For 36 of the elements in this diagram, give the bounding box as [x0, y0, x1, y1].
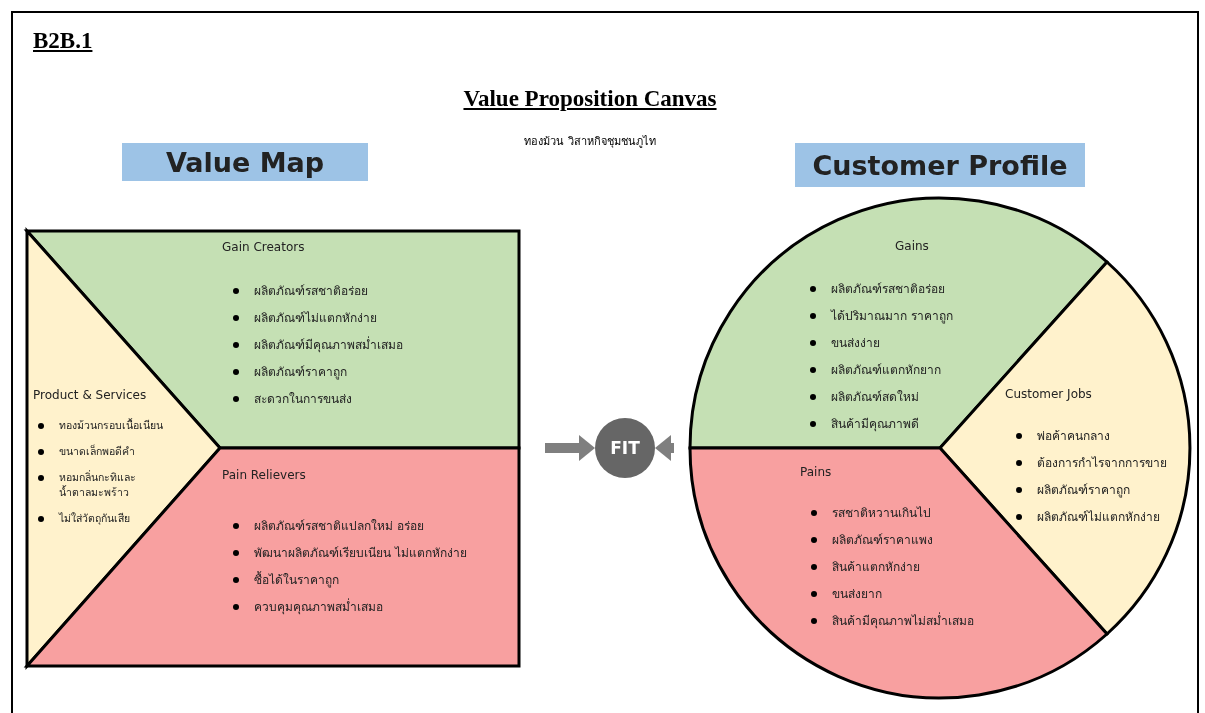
bullet-item: ผลิตภัณฑ์มีคุณภาพสม่ำเสมอ: [230, 337, 514, 353]
section-heading: Gains: [895, 239, 929, 253]
bullet-item: ผลิตภัณฑ์รสชาติอร่อย: [230, 283, 514, 299]
bullet-item: หอมกลิ่นกะทิและน้ำตาลมะพร้าว: [35, 470, 163, 500]
bullet-item: ต้องการกำไรจากการขาย: [1013, 455, 1205, 471]
bullet-item: ขนาดเล็กพอดีคำ: [35, 444, 163, 459]
bullet-item: พ่อค้าคนกลาง: [1013, 428, 1205, 444]
fit-circle: FIT: [595, 418, 655, 478]
page-code: B2B.1: [33, 28, 94, 54]
section-heading: Pain Relievers: [222, 468, 306, 482]
bullet-item: ผลิตภัณฑ์ไม่แตกหักง่าย: [1013, 509, 1205, 525]
title: Value Proposition Canvas: [462, 86, 718, 112]
subtitle: ทองม้วน วิสาหกิจชุมชนภูไท: [523, 134, 657, 150]
bullet-item: ผลิตภัณฑ์ราคาแพง: [808, 532, 1052, 548]
bullet-item: ซื้อได้ในราคาถูก: [230, 572, 534, 588]
bullet-item: ผลิตภัณฑ์ราคาถูก: [230, 364, 514, 380]
bullet-item: สินค้ามีคุณภาพไม่สม่ำเสมอ: [808, 613, 1052, 629]
bullet-item: สินค้าแตกหักง่าย: [808, 559, 1052, 575]
bullet-item: ผลิตภัณฑ์ไม่แตกหักง่าย: [230, 310, 514, 326]
bullet-item: ทองม้วนกรอบเนื้อเนียน: [35, 418, 163, 433]
section-heading: Customer Jobs: [1005, 387, 1092, 401]
bullet-item: ควบคุมคุณภาพสม่ำเสมอ: [230, 599, 534, 615]
bullet-item: พัฒนาผลิตภัณฑ์เรียบเนียน ไม่แตกหักง่าย: [230, 545, 534, 561]
section-heading: Pains: [800, 465, 832, 479]
heading-band: Customer Profile: [795, 143, 1085, 187]
bullet-item: ได้ปริมาณมาก ราคาถูก: [807, 308, 1051, 324]
heading-band: Value Map: [122, 143, 368, 181]
section-heading: Gain Creators: [222, 240, 305, 254]
arrow: [655, 435, 674, 461]
bullet-item: ผลิตภัณฑ์รสชาติอร่อย: [807, 281, 1051, 297]
bullet-item: ผลิตภัณฑ์รสชาติแปลกใหม่ อร่อย: [230, 518, 534, 534]
bullet-item: ผลิตภัณฑ์ราคาถูก: [1013, 482, 1205, 498]
bullet-item: สะดวกในการขนส่ง: [230, 391, 514, 407]
bullet-item: ขนส่งยาก: [808, 586, 1052, 602]
arrow: [545, 435, 595, 461]
section-heading: Product & Services: [33, 388, 147, 402]
